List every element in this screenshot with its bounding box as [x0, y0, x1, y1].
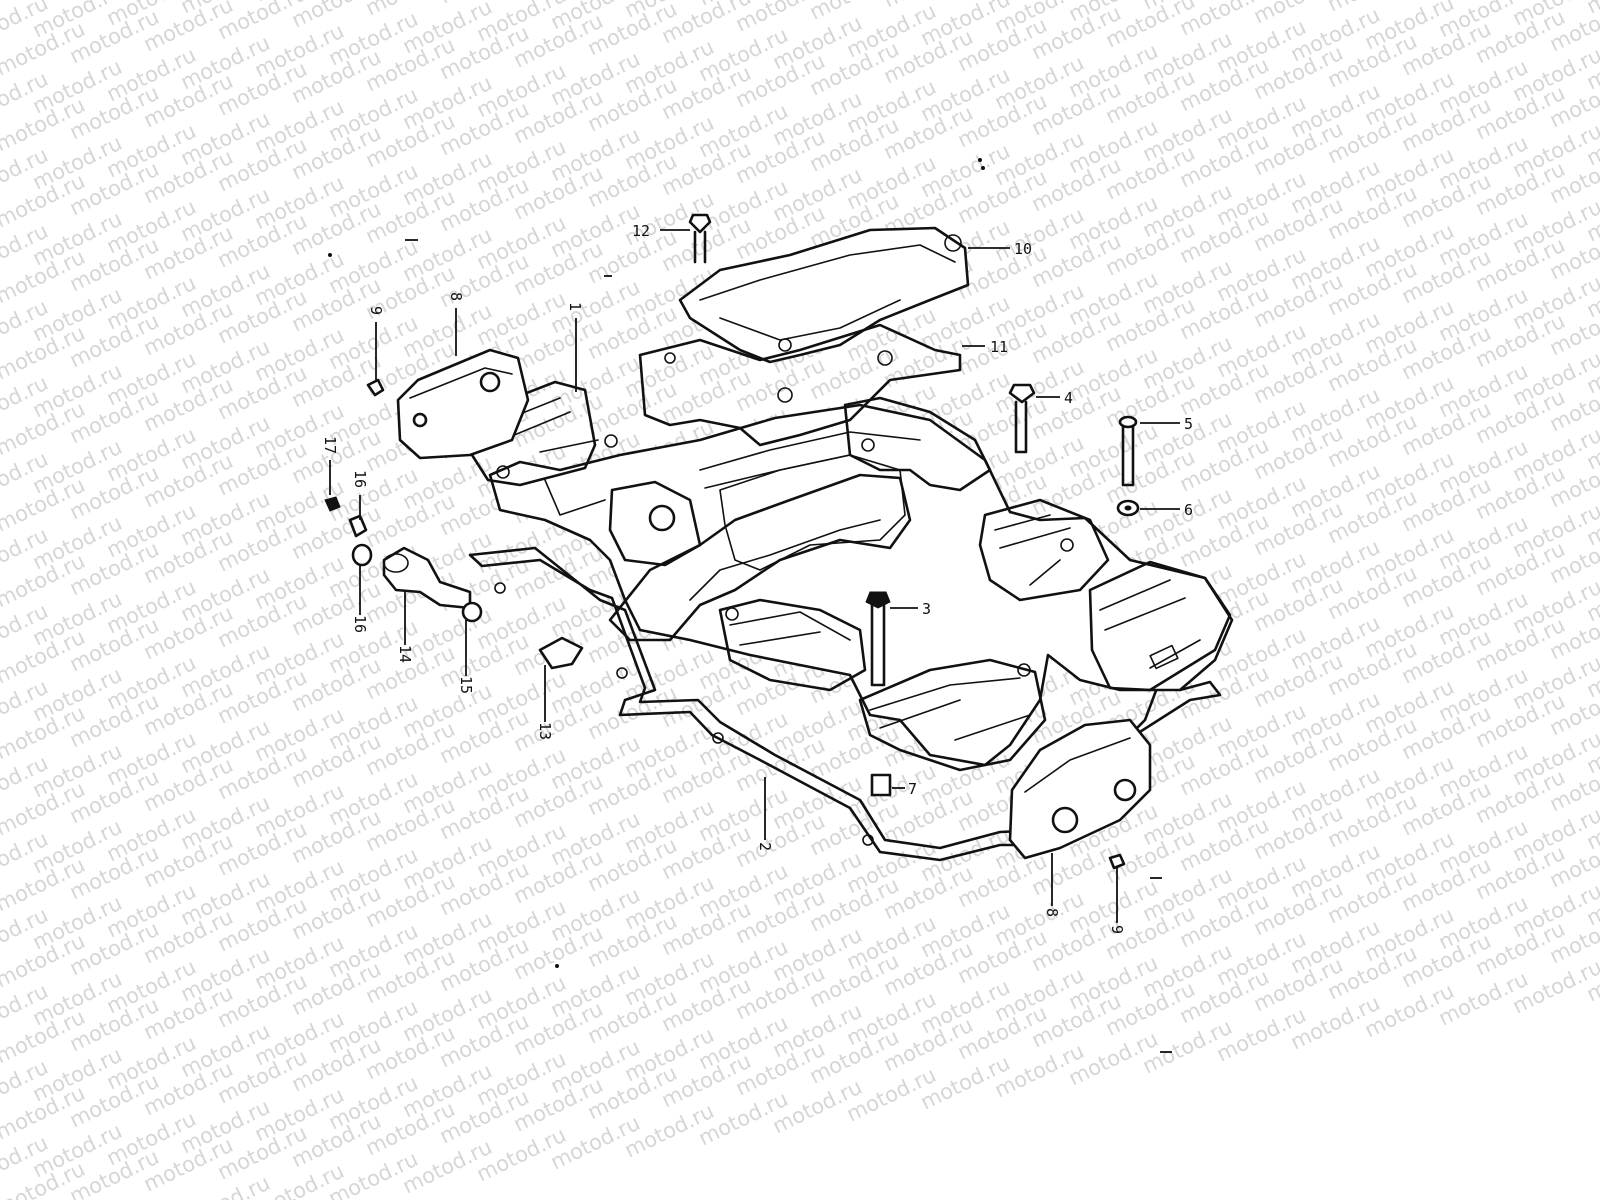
callout-9-right: 9: [1108, 925, 1126, 934]
oil-filler-hole: [648, 504, 676, 532]
engine-assembly: [324, 213, 1234, 870]
bolt-center-head: [865, 591, 891, 609]
clip-16: [348, 514, 368, 538]
callout-8-left: 8: [447, 292, 465, 301]
end-cap-left: [396, 348, 530, 460]
cover-center-deck: [719, 454, 906, 571]
screw-9-left: [366, 378, 385, 397]
callout-4: 4: [1064, 389, 1073, 407]
screw-5: [1121, 423, 1135, 487]
cover-left-front-housing: [718, 598, 867, 692]
gasket-hole: [862, 834, 874, 846]
callout-1: 1: [566, 302, 584, 311]
gasket-hole: [494, 582, 506, 594]
gasket-hole: [616, 667, 628, 679]
callout-labels: 1 2 3 4 5 6 7 8 8 9 9 10 11 12 13 14 15 …: [321, 222, 1193, 934]
callout-14: 14: [396, 645, 414, 663]
end-cap-right-rim: [1024, 737, 1131, 793]
breather-gasket-hole: [664, 352, 676, 364]
end-cap-left-hole: [412, 412, 428, 428]
bolt-4-head: [1008, 383, 1036, 404]
cover-boss: [496, 465, 510, 479]
callout-15: 15: [457, 676, 475, 694]
end-cap-right-hole: [1051, 806, 1079, 834]
breather-cover: [678, 226, 970, 364]
dowel-7: [870, 773, 892, 797]
callout-12: 12: [632, 222, 650, 240]
cover-boss: [604, 434, 618, 448]
callout-16-lower: 16: [351, 615, 369, 633]
callout-6: 6: [1184, 501, 1193, 519]
callout-13: 13: [536, 722, 554, 740]
cover-left-housing: [468, 380, 597, 487]
cover-end-slot: [1149, 644, 1179, 670]
screw-5-head: [1118, 415, 1138, 429]
cover-left-front-ridge: [729, 611, 851, 646]
breather-cover-boss: [944, 234, 962, 252]
cover-right-end-housing: [1088, 560, 1232, 692]
callout-16-upper: 16: [351, 470, 369, 488]
callout-5: 5: [1184, 415, 1193, 433]
end-cap-left-rim: [409, 367, 513, 399]
cover-boss: [1017, 663, 1031, 677]
end-cap-right-hole: [1113, 778, 1137, 802]
callout-8-right: 8: [1043, 908, 1061, 917]
cover-boss: [1060, 538, 1074, 552]
breather-cover-ridge: [699, 244, 956, 341]
clamp-13: [538, 636, 584, 670]
breather-cover-boss: [778, 338, 792, 352]
cover-center-tower: [843, 396, 992, 492]
oil-plug-14-top: [383, 553, 409, 573]
cover-right-housing-ridge: [994, 514, 1071, 586]
bolt-4: [1014, 400, 1028, 454]
callout-17: 17: [321, 436, 339, 454]
speck: [981, 166, 985, 170]
gasket-hole: [712, 732, 724, 744]
cover-front-housing-ridge: [869, 677, 1031, 741]
end-cap-right: [1008, 718, 1152, 860]
breather-gasket-hole: [777, 387, 793, 403]
callout-leaders: [329, 229, 1180, 923]
cover-boss: [725, 607, 739, 621]
speck: [555, 964, 559, 968]
cap-16: [351, 543, 373, 567]
bolt-center: [870, 596, 886, 687]
end-cap-left-hole: [479, 371, 501, 393]
breather-gasket: [638, 323, 962, 447]
cover-right-housing: [978, 498, 1110, 602]
callout-3: 3: [922, 600, 931, 618]
bolt-12-head: [688, 213, 712, 234]
scan-specks: [328, 158, 1172, 1053]
washer-6-hole: [1124, 505, 1132, 511]
breather-gasket-hole: [877, 350, 893, 366]
callout-11: 11: [990, 338, 1008, 356]
cover-boss: [861, 438, 875, 452]
callout-7: 7: [908, 780, 917, 798]
speck: [328, 253, 332, 257]
speck: [978, 158, 982, 162]
cover-front-housing: [858, 658, 1047, 772]
callout-2: 2: [756, 842, 774, 851]
screw-9-right: [1108, 853, 1126, 870]
callout-10: 10: [1014, 240, 1032, 258]
o-ring-15: [461, 601, 483, 623]
callout-9-left: 9: [367, 306, 385, 315]
cover-gasket: [468, 546, 1222, 862]
bolt-12: [693, 230, 707, 264]
cover-center-channel: [608, 473, 912, 642]
screw-17: [324, 496, 341, 512]
